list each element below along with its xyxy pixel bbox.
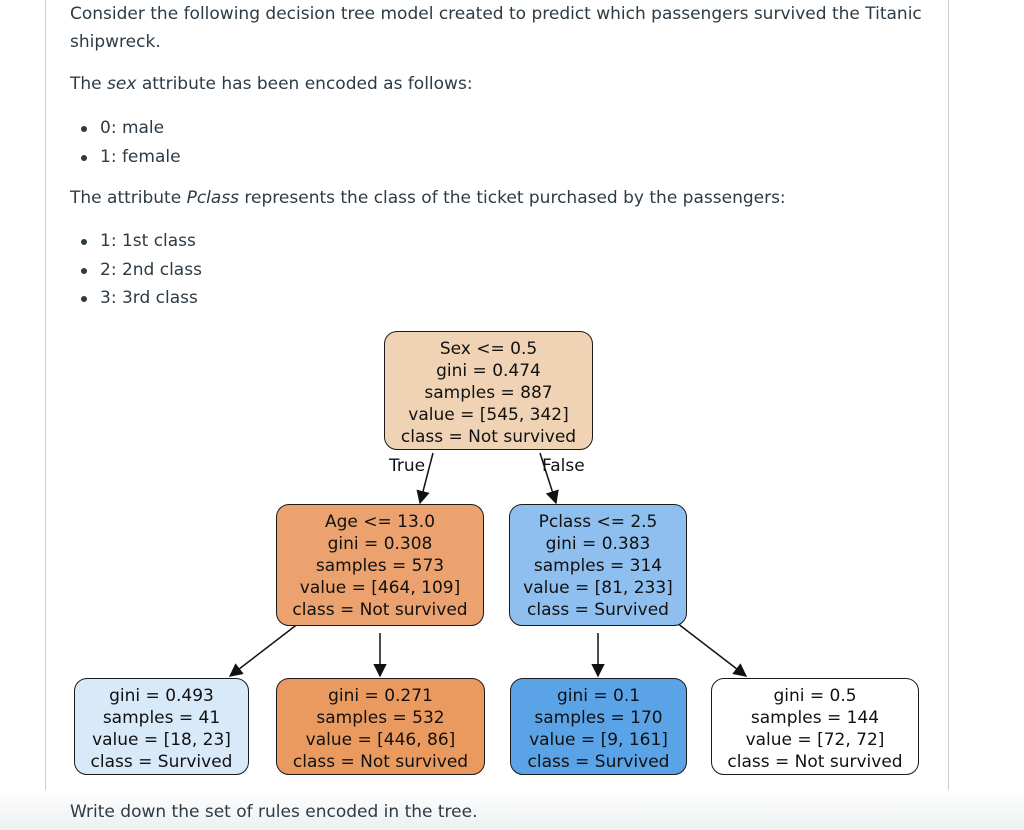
question-prompt: Write down the set of rules encoded in t… xyxy=(70,802,478,822)
edge-root-left xyxy=(416,452,434,505)
leaf-node: gini = 0.1 samples = 170 value = [9, 161… xyxy=(510,678,687,775)
node-samples: samples = 314 xyxy=(533,556,663,576)
node-split: Sex <= 0.5 xyxy=(439,339,538,359)
intro-text: Consider the following decision tree mod… xyxy=(70,0,930,56)
intro-line-1: Consider the following decision tree mod… xyxy=(70,4,922,24)
node-samples: samples = 144 xyxy=(750,708,880,728)
sex-encoding-list: 0: male 1: female xyxy=(78,114,181,171)
node-value: value = [446, 86] xyxy=(305,730,456,750)
node-samples: samples = 532 xyxy=(316,708,445,728)
right-node: Pclass <= 2.5 gini = 0.383 samples = 314… xyxy=(509,504,687,626)
node-samples: samples = 887 xyxy=(424,383,553,403)
intro-line-2: shipwreck. xyxy=(70,32,161,52)
edge-right-leaf4 xyxy=(676,622,748,677)
node-samples: samples = 573 xyxy=(315,556,445,576)
pclass-sentence-start: The attribute xyxy=(70,188,187,208)
pclass-encoding-list: 1: 1st class 2: 2nd class 3: 3rd class xyxy=(78,227,202,313)
node-value: value = [9, 161] xyxy=(529,730,668,750)
pclass-term: Pclass xyxy=(186,188,240,208)
sex-sentence-start: The xyxy=(70,74,108,94)
list-item: 1: female xyxy=(78,143,181,172)
leaf-node: gini = 0.493 samples = 41 value = [18, 2… xyxy=(74,678,249,775)
node-gini: gini = 0.383 xyxy=(545,534,651,554)
list-item: 1: 1st class xyxy=(78,227,202,256)
node-split: Pclass <= 2.5 xyxy=(538,512,658,532)
list-item: 2: 2nd class xyxy=(78,256,202,285)
node-class: class = Not survived xyxy=(292,600,468,620)
node-class: class = Not survived xyxy=(292,752,469,772)
node-class: class = Survived xyxy=(527,752,670,772)
node-gini: gini = 0.474 xyxy=(436,361,541,381)
node-samples: samples = 41 xyxy=(102,708,221,728)
node-class: class = Survived xyxy=(527,600,669,620)
node-class: class = Not survived xyxy=(727,752,903,772)
leaf-node: gini = 0.5 samples = 144 value = [72, 72… xyxy=(711,678,919,775)
root-node: Sex <= 0.5 gini = 0.474 samples = 887 va… xyxy=(384,331,593,450)
node-value: value = [72, 72] xyxy=(745,730,885,750)
list-item: 0: male xyxy=(78,114,181,143)
node-gini: gini = 0.493 xyxy=(109,686,214,706)
true-edge-label: True xyxy=(389,456,426,476)
node-samples: samples = 170 xyxy=(534,708,663,728)
false-edge-label: False xyxy=(542,456,585,476)
bottom-band xyxy=(0,790,1024,830)
sex-sentence-end: attribute has been encoded as follows: xyxy=(136,74,473,94)
page-frame xyxy=(45,0,949,829)
node-value: value = [18, 23] xyxy=(92,730,231,750)
sex-encoding-sentence: The sex attribute has been encoded as fo… xyxy=(70,70,473,98)
node-value: value = [81, 233] xyxy=(523,578,673,598)
left-node: Age <= 13.0 gini = 0.308 samples = 573 v… xyxy=(276,504,484,626)
node-value: value = [464, 109] xyxy=(299,578,461,598)
pclass-sentence-end: represents the class of the ticket purch… xyxy=(239,188,786,208)
node-gini: gini = 0.5 xyxy=(773,686,857,706)
list-item: 3: 3rd class xyxy=(78,284,202,313)
node-gini: gini = 0.1 xyxy=(556,686,641,706)
sex-term: sex xyxy=(107,74,137,94)
node-class: class = Not survived xyxy=(400,427,577,447)
node-gini: gini = 0.308 xyxy=(327,534,433,554)
edge-left-leaf1 xyxy=(228,622,300,677)
node-value: value = [545, 342] xyxy=(408,405,569,425)
edge-root-right xyxy=(539,452,559,505)
leaf-node: gini = 0.271 samples = 532 value = [446,… xyxy=(276,678,485,775)
node-split: Age <= 13.0 xyxy=(324,512,436,532)
pclass-encoding-sentence: The attribute Pclass represents the clas… xyxy=(70,184,786,212)
node-gini: gini = 0.271 xyxy=(328,686,433,706)
node-class: class = Survived xyxy=(90,752,233,772)
